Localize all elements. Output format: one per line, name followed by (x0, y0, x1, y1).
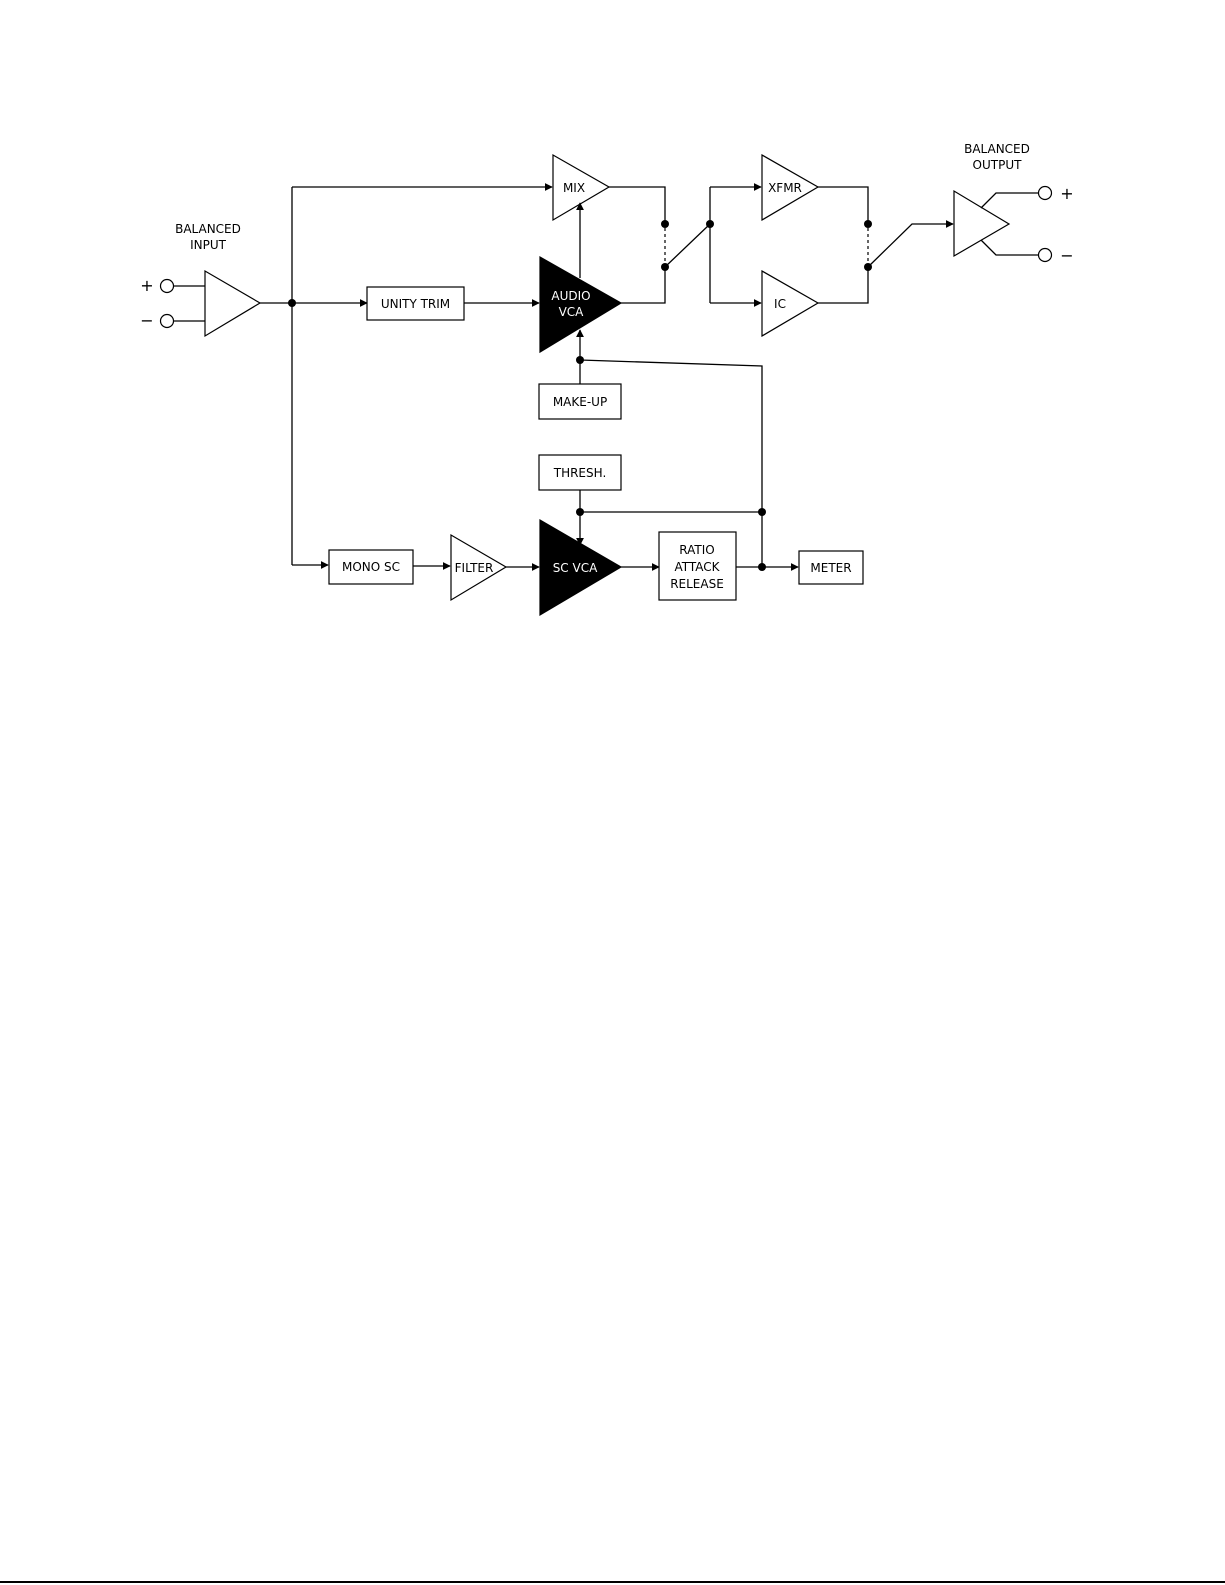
ratio-label: RATIO (679, 543, 714, 557)
meter-junction-dot (758, 563, 766, 571)
xfmr-label: XFMR (768, 181, 802, 195)
xfmr-switch-contact (864, 220, 872, 228)
audio-vca-label-line1: AUDIO (551, 289, 590, 303)
input-minus-terminal (161, 315, 174, 328)
input-plus-terminal (161, 280, 174, 293)
input-minus-sign: − (140, 311, 153, 330)
svg-text:BALANCED: BALANCED (964, 142, 1030, 156)
input-plus-sign: + (140, 276, 153, 295)
mix-switch-contact (661, 220, 669, 228)
make-up-label: MAKE-UP (553, 395, 607, 409)
balanced-input-label: BALANCED INPUT (175, 222, 241, 252)
filter-label: FILTER (455, 561, 494, 575)
thresh-label: THRESH. (553, 466, 607, 480)
output-plus-terminal (1039, 187, 1052, 200)
unity-trim-label: UNITY TRIM (381, 297, 450, 311)
svg-text:BALANCED: BALANCED (175, 222, 241, 236)
output-plus-sign: + (1060, 184, 1073, 203)
svg-text:OUTPUT: OUTPUT (973, 158, 1023, 172)
meter-label: METER (810, 561, 851, 575)
ic-amplifier (762, 271, 818, 336)
balanced-output-label: BALANCED OUTPUT (964, 142, 1030, 172)
svg-text:INPUT: INPUT (190, 238, 227, 252)
audio-vca-label-line2: VCA (559, 305, 585, 319)
input-amplifier (205, 271, 260, 336)
output-minus-terminal (1039, 249, 1052, 262)
attack-label: ATTACK (674, 560, 720, 574)
mono-sc-label: MONO SC (342, 560, 400, 574)
ic-label: IC (774, 297, 786, 311)
sc-vca-label: SC VCA (553, 561, 598, 575)
output-amplifier (954, 191, 1009, 256)
page-bottom-rule (0, 1581, 1225, 1583)
output-minus-sign: − (1060, 246, 1073, 265)
release-label: RELEASE (670, 577, 724, 591)
mix-label: MIX (563, 181, 585, 195)
